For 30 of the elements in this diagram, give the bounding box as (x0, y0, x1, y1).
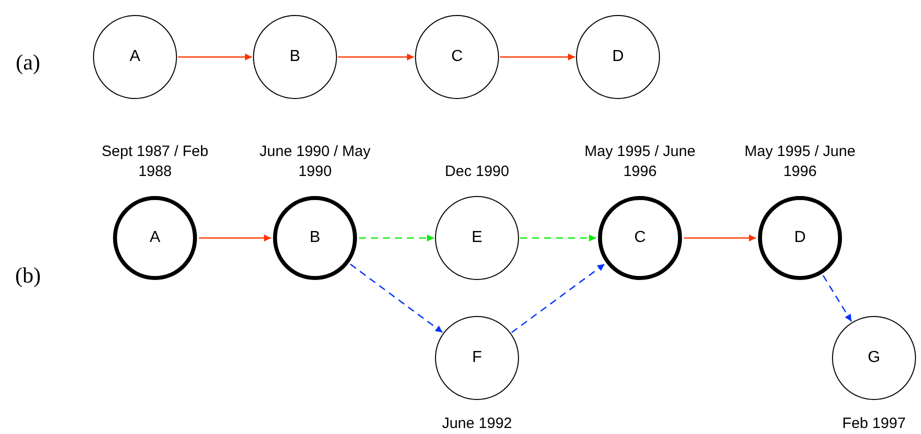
node-label: D (794, 228, 806, 248)
node-label: C (634, 228, 646, 248)
arrow (684, 234, 756, 242)
arrow (338, 54, 414, 60)
arrow (500, 54, 575, 60)
arrow (359, 234, 434, 242)
date-label: June 1990 / May 1990 (258, 142, 372, 182)
arrow (350, 264, 443, 333)
node-label: B (310, 228, 320, 248)
date-label: Dec 1990 (444, 162, 510, 182)
node-label: F (472, 348, 482, 368)
arrow (520, 234, 596, 242)
date-label: Feb 1997 (841, 414, 907, 434)
node-label: B (290, 47, 300, 67)
panel-label: (b) (15, 262, 41, 290)
panel-label: (a) (16, 48, 40, 76)
arrow (178, 54, 252, 60)
arrow (822, 275, 852, 322)
node-label: D (612, 47, 624, 67)
date-label: June 1992 (440, 414, 514, 434)
node-label: A (130, 47, 140, 67)
arrow (199, 234, 271, 242)
date-label: May 1995 / June 1996 (584, 142, 696, 182)
node-label: A (150, 228, 160, 248)
node-label: C (451, 47, 463, 67)
date-label: May 1995 / June 1996 (744, 142, 856, 182)
node-label: E (472, 228, 482, 248)
node-label: G (868, 348, 880, 368)
date-label: Sept 1987 / Feb 1988 (100, 142, 210, 182)
arrow (511, 264, 605, 334)
